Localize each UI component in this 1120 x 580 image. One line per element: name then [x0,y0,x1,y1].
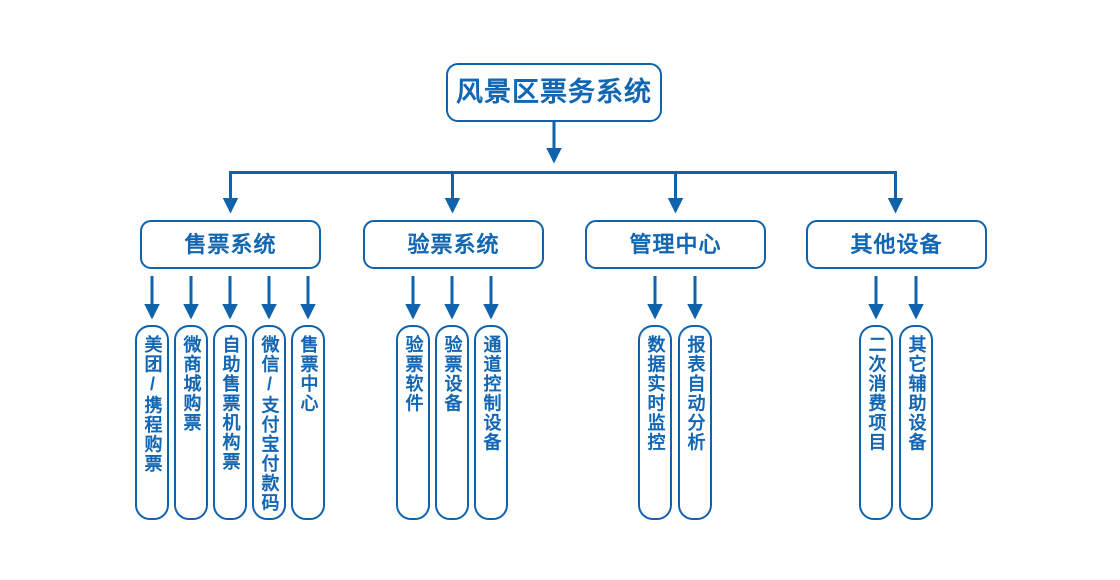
node-category-management-label: 管理中心 [629,231,722,257]
node-category-other[interactable]: 其他设备 [806,220,987,269]
node-leaf-gate-control-device-label: 通道控制设备 [481,335,502,452]
node-leaf-ticket-center[interactable]: 售票中心 [291,325,325,520]
node-leaf-wechat-alipay-qr[interactable]: 微信/支付宝付款码 [252,325,286,520]
node-root-label: 风景区票务系统 [456,77,652,107]
node-root[interactable]: 风景区票务系统 [446,63,662,122]
node-leaf-secondary-consumption-label: 二次消费项目 [866,335,887,452]
node-category-sales-label: 售票系统 [184,231,277,257]
node-leaf-wechat-mall-label: 微商城购票 [181,335,202,433]
node-leaf-realtime-monitoring[interactable]: 数据实时监控 [638,325,672,520]
node-category-inspection[interactable]: 验票系统 [363,220,544,269]
node-leaf-other-auxiliary-device-label: 其它辅助设备 [906,335,927,452]
node-leaf-inspection-device[interactable]: 验票设备 [435,325,469,520]
node-leaf-auto-report-analysis-label: 报表自动分析 [685,335,706,452]
node-category-management[interactable]: 管理中心 [585,220,766,269]
node-leaf-meituan-ctrip-label: 美团/携程购票 [142,335,163,474]
node-leaf-other-auxiliary-device[interactable]: 其它辅助设备 [899,325,933,520]
node-leaf-self-service-kiosk[interactable]: 自助售票机构票 [213,325,247,520]
node-leaf-inspection-software-label: 验票软件 [403,335,424,413]
node-leaf-gate-control-device[interactable]: 通道控制设备 [474,325,508,520]
node-leaf-wechat-alipay-qr-label: 微信/支付宝付款码 [259,335,280,513]
node-leaf-realtime-monitoring-label: 数据实时监控 [645,335,666,452]
node-category-other-label: 其他设备 [850,231,943,257]
node-leaf-meituan-ctrip[interactable]: 美团/携程购票 [135,325,169,520]
node-leaf-inspection-device-label: 验票设备 [442,335,463,413]
node-leaf-secondary-consumption[interactable]: 二次消费项目 [859,325,893,520]
node-leaf-ticket-center-label: 售票中心 [298,335,319,413]
node-category-inspection-label: 验票系统 [407,231,500,257]
node-category-sales[interactable]: 售票系统 [140,220,321,269]
node-leaf-wechat-mall[interactable]: 微商城购票 [174,325,208,520]
node-leaf-inspection-software[interactable]: 验票软件 [396,325,430,520]
node-leaf-auto-report-analysis[interactable]: 报表自动分析 [678,325,712,520]
node-leaf-self-service-kiosk-label: 自助售票机构票 [220,335,241,472]
